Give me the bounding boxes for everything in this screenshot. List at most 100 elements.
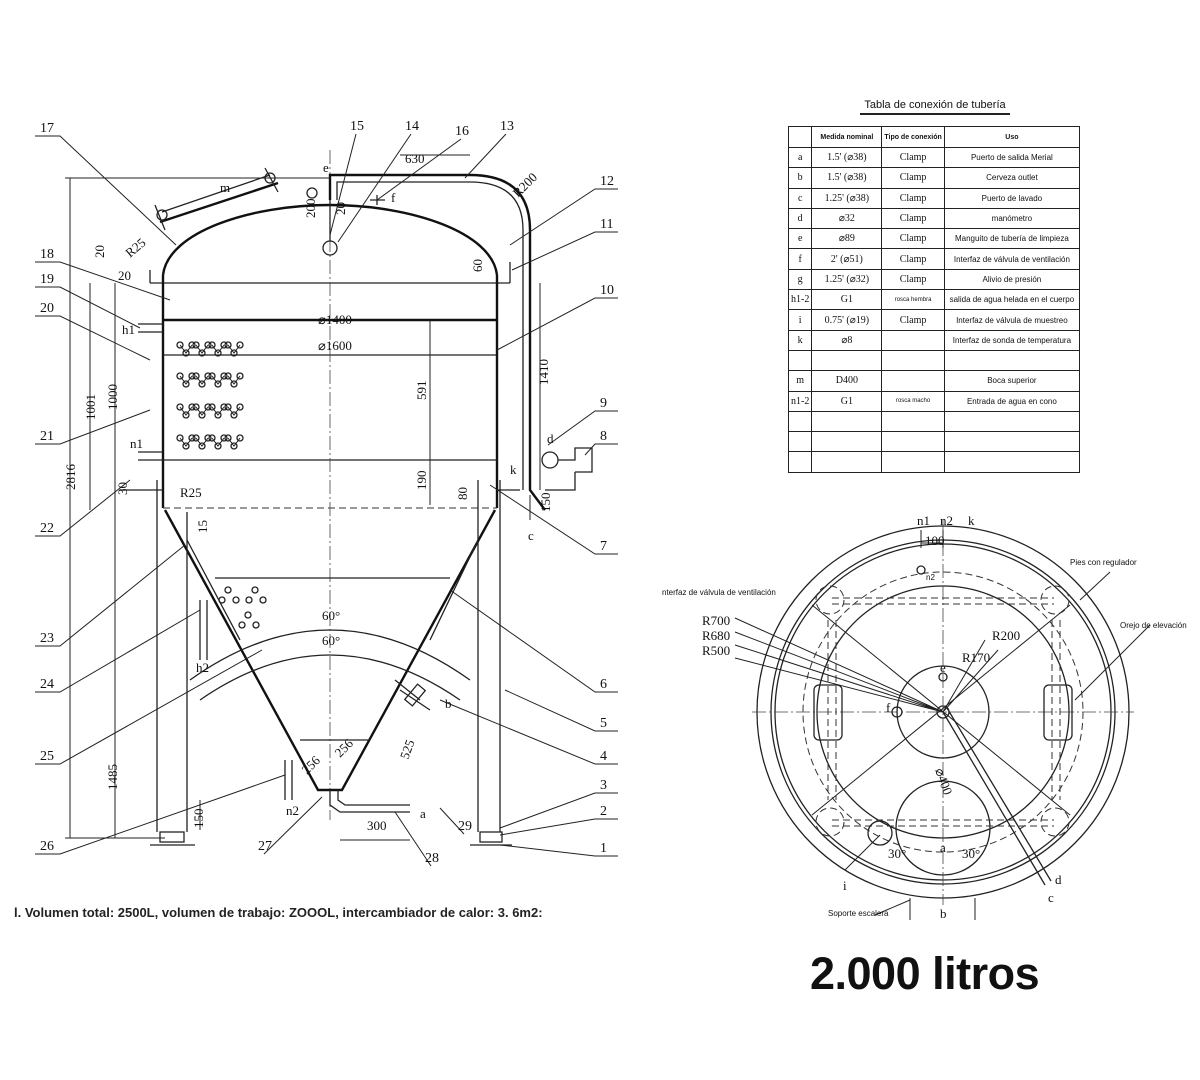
dimension-label: 15 — [195, 520, 210, 533]
callout-number: 29 — [458, 819, 472, 834]
plan-label: a — [940, 840, 946, 855]
plan-label: 30° — [962, 846, 980, 861]
coil-dot — [188, 341, 196, 349]
manway-m — [159, 181, 279, 224]
dimension-label: 2816 — [63, 464, 78, 491]
cell-nominal-size — [811, 410, 883, 433]
callout-number: 9 — [600, 396, 607, 411]
coil-dot — [192, 372, 200, 380]
port-label: h2 — [196, 660, 209, 675]
coil-dot — [182, 349, 190, 357]
callout-number: 24 — [40, 677, 54, 692]
callout-number: 22 — [40, 521, 54, 536]
coil-dot — [204, 341, 212, 349]
dimension-label: 190 — [414, 471, 429, 491]
port-label: m — [220, 180, 230, 195]
callout-leader — [499, 792, 618, 829]
port-label: h1 — [122, 322, 135, 337]
cell-connection-type — [881, 451, 945, 473]
callout-leader — [496, 297, 618, 351]
coil-dot — [236, 403, 244, 411]
cell-use — [943, 410, 1081, 433]
cell-connection-type: Clamp — [881, 268, 945, 291]
table-row — [787, 410, 1081, 433]
cell-connection-type — [881, 410, 945, 433]
cip-pipe — [328, 173, 546, 511]
callout-number: 21 — [40, 429, 54, 444]
cell-nominal-size: G1 — [811, 289, 883, 311]
coil-dot — [214, 411, 222, 419]
cell-use: Interfaz de sonda de temperatura — [943, 329, 1081, 351]
plan-label: 30° — [888, 846, 906, 861]
coil-dot — [176, 403, 184, 411]
dimension-label: R200 — [510, 170, 541, 201]
coil-dot — [220, 341, 228, 349]
coil-dot — [182, 442, 190, 450]
port-label: a — [420, 806, 426, 821]
plan-label: k — [968, 513, 975, 528]
port-label: n1 — [130, 436, 143, 451]
callout-number: 10 — [600, 283, 614, 298]
callout-number: 3 — [600, 778, 607, 793]
dimension-label: 591 — [414, 381, 429, 401]
table-row — [787, 349, 1081, 372]
cell-nominal-size: G1 — [811, 390, 883, 412]
dimension-label: 150 — [538, 493, 553, 513]
dimension-label: 525 — [397, 738, 418, 761]
dimension-label: 630 — [405, 151, 425, 166]
coil-dot — [230, 411, 238, 419]
cell-id: i — [787, 309, 813, 331]
cell-use: Puerto de salida Merial — [943, 146, 1081, 169]
coil-dot — [176, 372, 184, 380]
cell-nominal-size: 0.75' (⌀19) — [811, 309, 883, 331]
coil-dot — [252, 621, 260, 629]
plan-label: b — [940, 906, 947, 921]
dimension-label: ⌀1600 — [318, 338, 352, 353]
coil-dot — [198, 442, 206, 450]
callout-leader — [504, 689, 618, 732]
cell-use: Alivio de presión — [943, 268, 1081, 291]
cell-id: n1-2 — [787, 390, 813, 412]
callout-leader — [35, 609, 201, 693]
plan-label: e — [940, 660, 946, 675]
coil-dot — [251, 586, 259, 594]
port-label: d — [547, 431, 554, 446]
coil-dot — [192, 403, 200, 411]
dimension-label: 60° — [322, 608, 340, 623]
coil-dot — [204, 372, 212, 380]
cell-use — [943, 451, 1081, 473]
coil-dot — [230, 349, 238, 357]
callout-leader — [489, 484, 618, 555]
port-label: n2 — [286, 803, 299, 818]
plan-label: Orejo de elevación — [1120, 621, 1187, 630]
callout-number: 20 — [40, 301, 54, 316]
callout-leader — [35, 649, 263, 765]
plan-label: Soporte escalera — [828, 909, 889, 918]
cell-id: b — [787, 167, 813, 189]
cell-use: Boca superior — [943, 370, 1081, 392]
coil-dot — [259, 596, 267, 604]
callout-leader — [35, 135, 177, 246]
callout-number: 8 — [600, 429, 607, 444]
cell-id: e — [787, 228, 813, 250]
callout-number: 28 — [425, 851, 439, 866]
callout-number: 15 — [350, 119, 364, 134]
callout-leader — [35, 544, 186, 647]
cell-id: g — [787, 268, 813, 291]
callout-leader — [35, 315, 151, 361]
callout-leader — [584, 443, 618, 456]
dimension-label: 60° — [322, 633, 340, 648]
coil-dot — [198, 349, 206, 357]
cell-use: Puerto de lavado — [943, 187, 1081, 209]
plan-label: n2 — [926, 573, 935, 582]
cone-jacket-coils — [218, 586, 267, 629]
callout-number: 19 — [40, 272, 54, 287]
coil-dot — [182, 380, 190, 388]
dimension-label: R25 — [180, 485, 202, 500]
